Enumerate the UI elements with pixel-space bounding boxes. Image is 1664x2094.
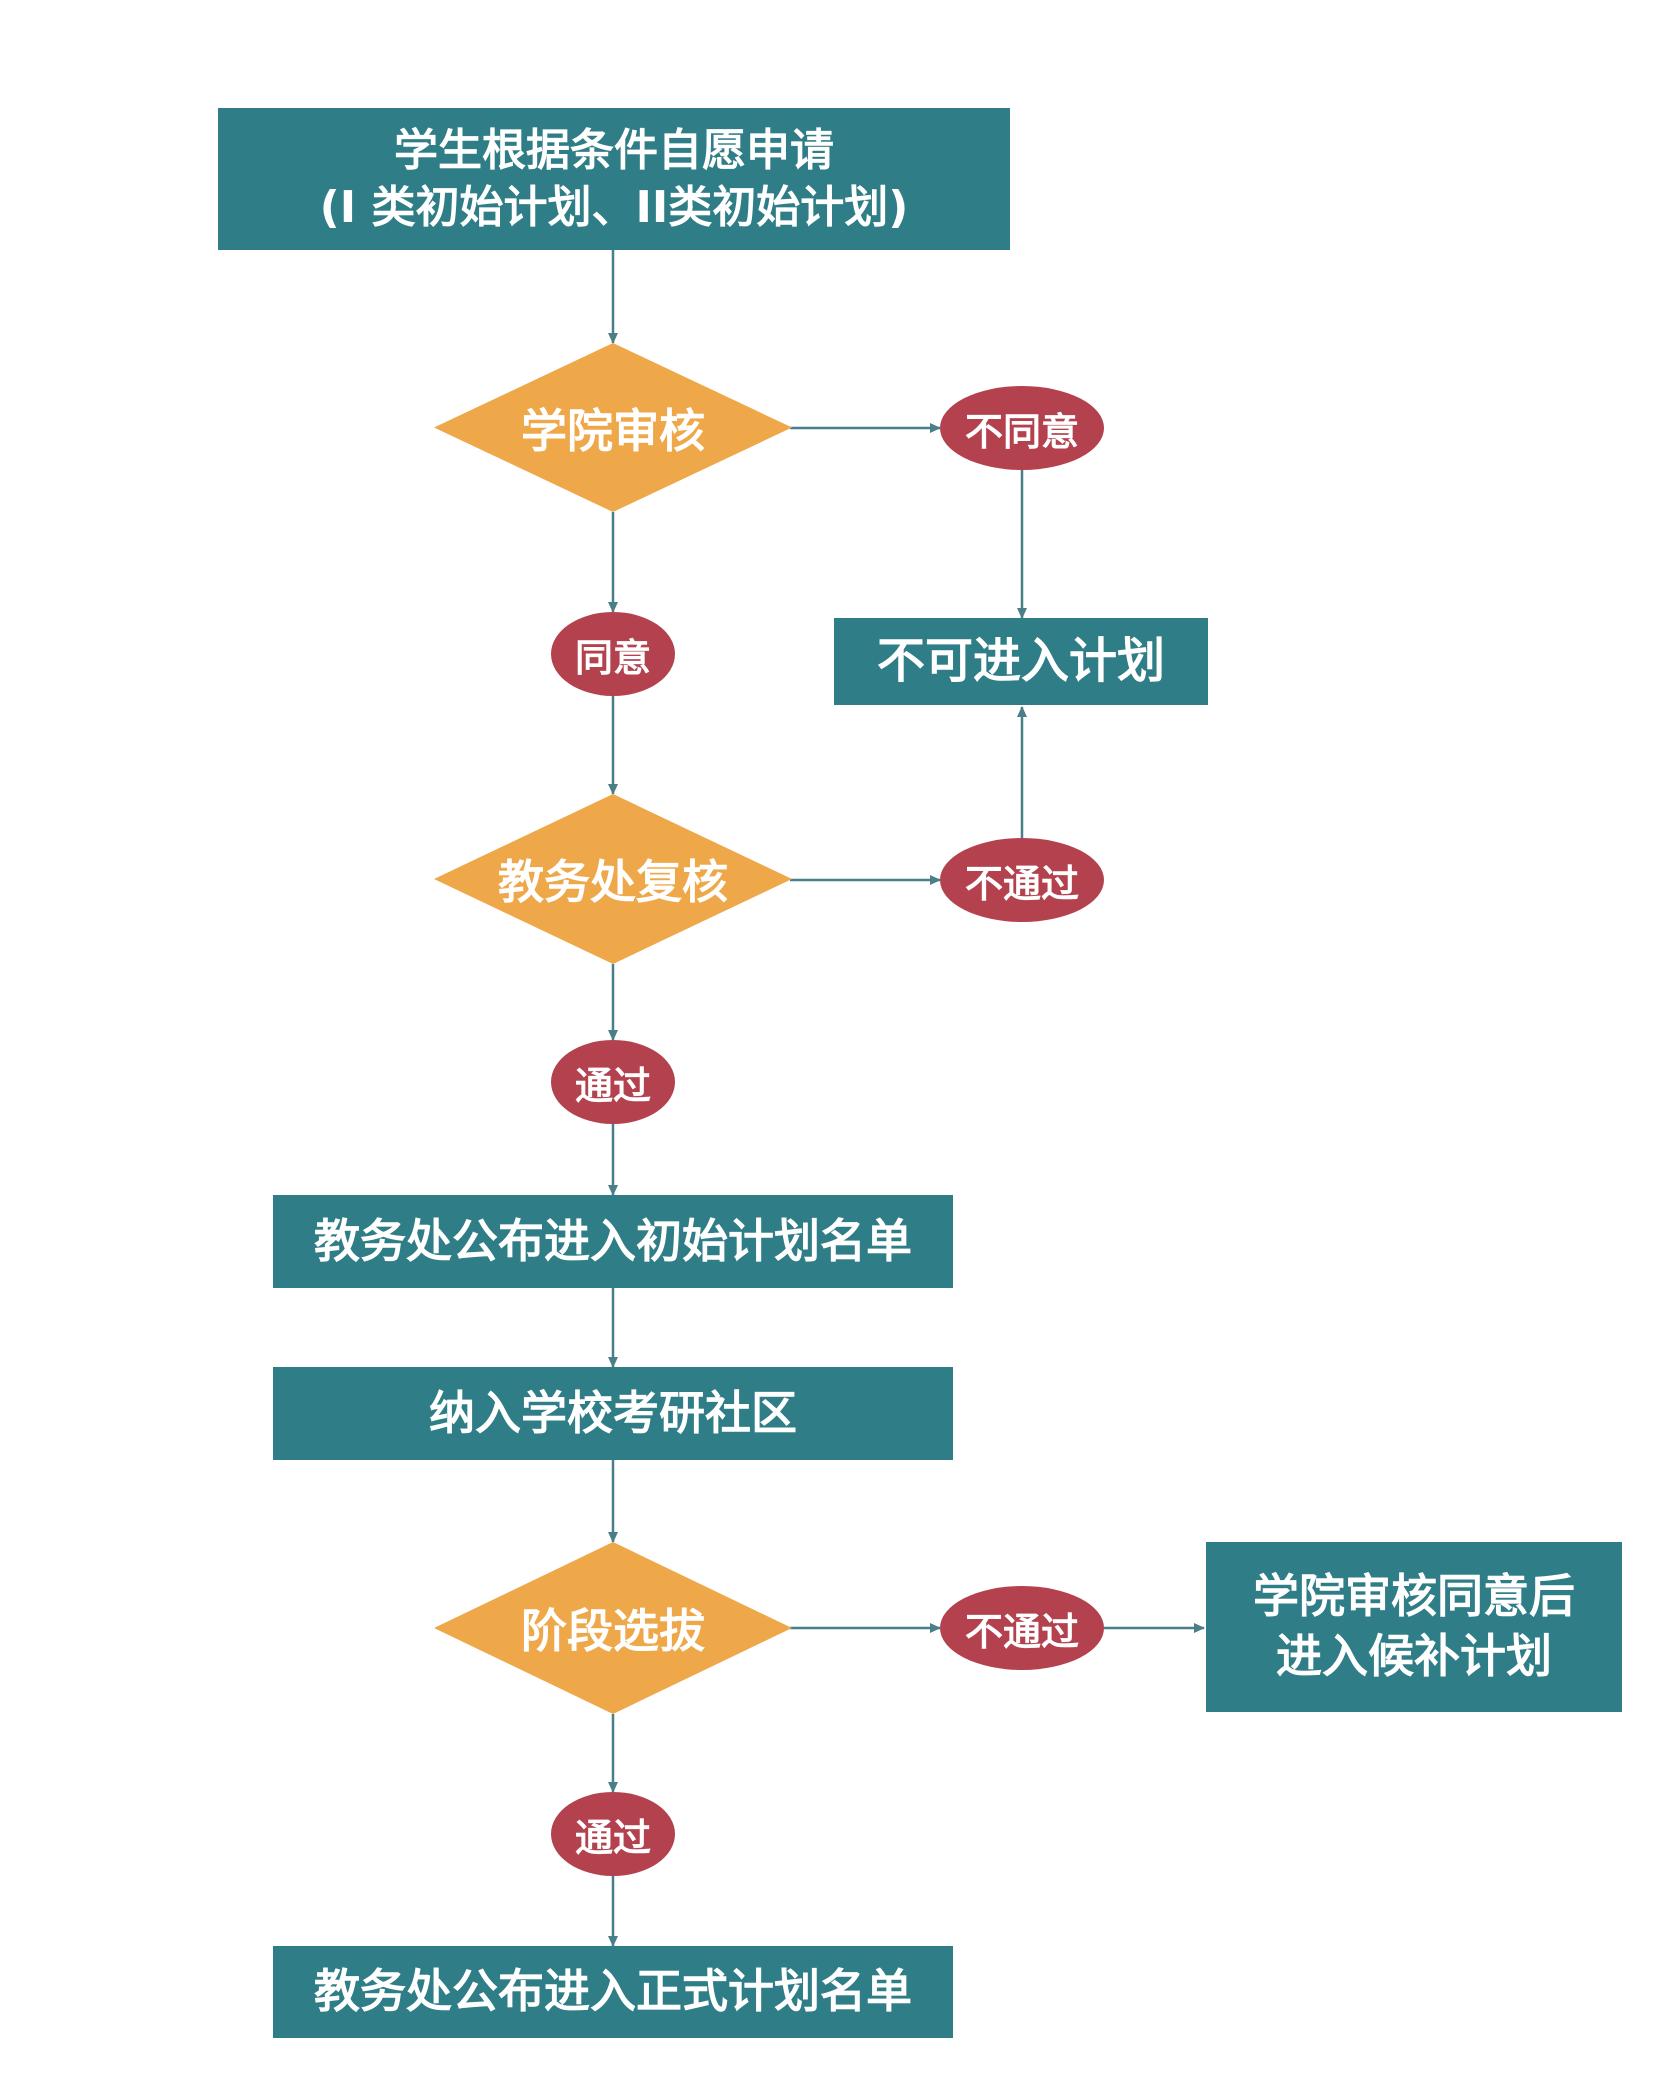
waitlist-box: 学院审核同意后 进入候补计划: [1206, 1542, 1622, 1712]
recheck-pass-label: 通过: [551, 1040, 675, 1124]
apply-box: 学生根据条件自愿申请 (I 类初始计划、II类初始计划): [218, 108, 1010, 250]
community-box: 纳入学校考研社区: [273, 1367, 953, 1460]
stage-fail-label: 不通过: [940, 1586, 1104, 1670]
community-text: 纳入学校考研社区: [429, 1385, 797, 1440]
college-disagree-text: 不同意: [964, 409, 1079, 454]
waitlist-line1: 学院审核同意后: [1253, 1569, 1575, 1624]
recheck-pass-text: 通过: [574, 1063, 651, 1108]
apply-box-line2: (I 类初始计划、II类初始计划): [319, 182, 909, 233]
publish-initial-box: 教务处公布进入初始计划名单: [273, 1195, 953, 1288]
college-agree-text: 同意: [574, 635, 651, 680]
stage-pass-label: 通过: [551, 1792, 675, 1876]
waitlist-line2: 进入候补计划: [1276, 1629, 1552, 1683]
publish-initial-text: 教务处公布进入初始计划名单: [314, 1213, 912, 1268]
publish-formal-text: 教务处公布进入正式计划名单: [314, 1964, 912, 2019]
publish-formal-box: 教务处公布进入正式计划名单: [273, 1946, 953, 2038]
cannot-enter-box: 不可进入计划: [834, 618, 1208, 705]
stage-pass-text: 通过: [574, 1815, 651, 1860]
college-disagree-label: 不同意: [940, 386, 1104, 470]
cannot-enter-text: 不可进入计划: [876, 633, 1165, 690]
college-review-label: 学院审核: [521, 403, 705, 458]
stage-fail-text: 不通过: [964, 1609, 1079, 1654]
apply-box-line1: 学生根据条件自愿申请: [394, 124, 834, 176]
college-agree-label: 同意: [551, 612, 675, 696]
stage-selection-label: 阶段选拔: [521, 1604, 705, 1658]
office-recheck-label: 教务处复核: [498, 855, 728, 909]
recheck-fail-text: 不通过: [964, 861, 1079, 906]
recheck-fail-label: 不通过: [940, 838, 1104, 922]
